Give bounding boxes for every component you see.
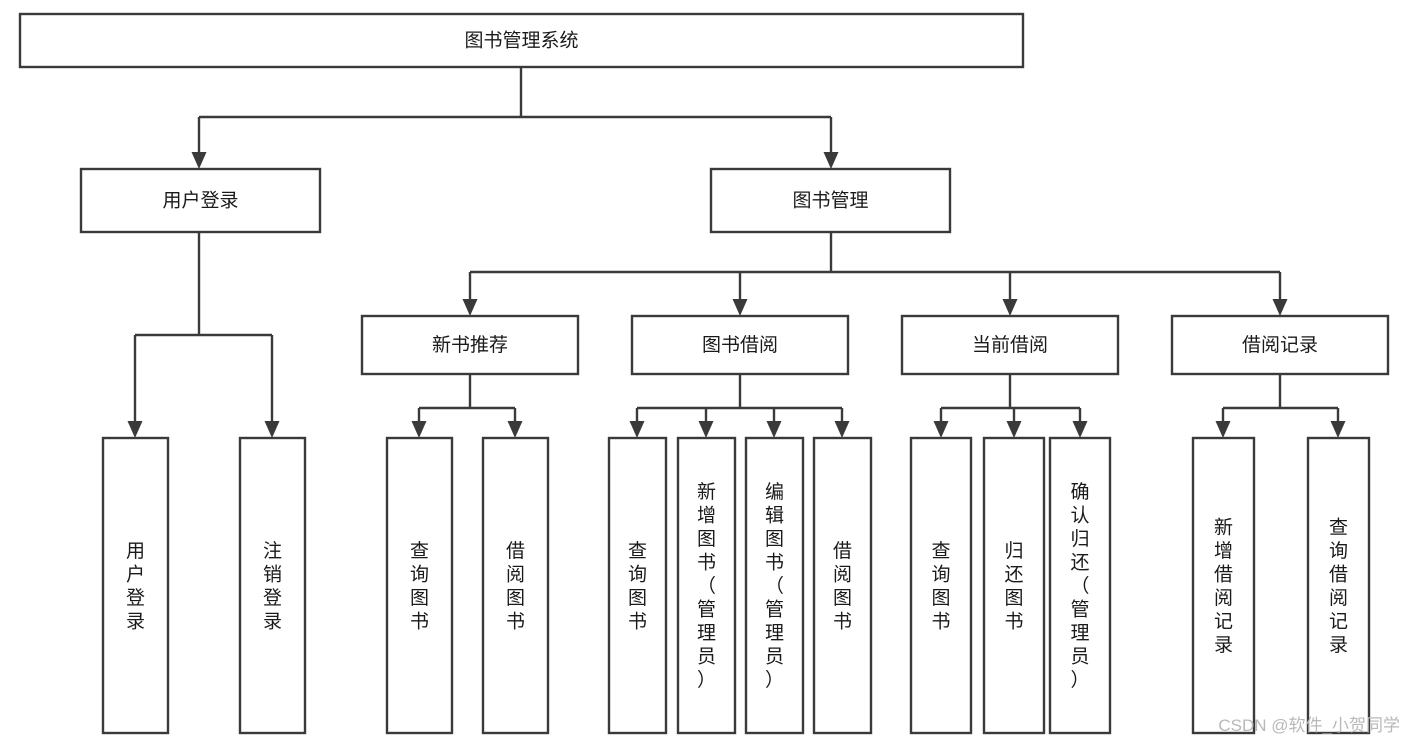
node-box-leaf-query-borrow-record[interactable] xyxy=(1306,436,1371,735)
node-box-leaf-borrow-book[interactable] xyxy=(812,436,873,735)
recommend-branch-1-arrow xyxy=(507,421,523,438)
node-label-root: 图书管理系统 xyxy=(464,30,578,52)
node-box-leaf-user-login[interactable] xyxy=(101,436,170,735)
current-branch-2-arrow xyxy=(1072,421,1088,438)
node-label-leaf-return-book: 归还图书 xyxy=(1004,540,1023,633)
connectors-layer xyxy=(127,67,1346,438)
level3-branch-3-arrow xyxy=(1272,299,1288,316)
node-leaf-logout-login[interactable]: 注销登录 xyxy=(238,436,307,735)
nodes-layer: 图书管理系统用户登录图书管理新书推荐图书借阅当前借阅借阅记录用户登录注销登录查询… xyxy=(18,12,1390,735)
node-book-management[interactable]: 图书管理 xyxy=(709,167,952,234)
node-leaf-return-book[interactable]: 归还图书 xyxy=(982,436,1046,735)
node-label-leaf-logout-login: 注销登录 xyxy=(263,540,282,633)
watermark-label: CSDN @软件_小贺同学 xyxy=(1218,716,1400,735)
node-label-leaf-query-book-recommend: 查询图书 xyxy=(410,540,429,633)
node-label-leaf-edit-book-admin: 编辑图书（管理员） xyxy=(765,481,784,691)
user-login-branch-1-arrow xyxy=(264,421,280,438)
node-box-leaf-return-book[interactable] xyxy=(982,436,1046,735)
borrow-branch-3-arrow xyxy=(834,421,850,438)
level3-branch-2-arrow xyxy=(1002,299,1018,316)
record-branch-0-arrow xyxy=(1215,421,1231,438)
node-box-leaf-query-book-borrow[interactable] xyxy=(607,436,668,735)
node-leaf-edit-book-admin[interactable]: 编辑图书（管理员） xyxy=(744,436,805,735)
current-branch-1-arrow xyxy=(1006,421,1022,438)
node-box-leaf-add-book-admin[interactable] xyxy=(676,436,737,735)
node-label-book-management: 图书管理 xyxy=(792,190,868,212)
borrow-branch-0-arrow xyxy=(629,421,645,438)
node-borrow-record[interactable]: 借阅记录 xyxy=(1170,314,1390,376)
node-leaf-user-login[interactable]: 用户登录 xyxy=(101,436,170,735)
node-box-leaf-query-book-current[interactable] xyxy=(909,436,973,735)
node-leaf-add-borrow-record[interactable]: 新增借阅记录 xyxy=(1191,436,1256,735)
node-leaf-confirm-return-admin[interactable]: 确认归还（管理员） xyxy=(1048,436,1112,735)
node-label-leaf-add-borrow-record: 新增借阅记录 xyxy=(1214,516,1233,656)
node-box-leaf-edit-book-admin[interactable] xyxy=(744,436,805,735)
user-login-branch-0-arrow xyxy=(127,421,143,438)
node-label-leaf-query-book-current: 查询图书 xyxy=(931,540,950,633)
node-box-user-login[interactable] xyxy=(79,167,322,234)
borrow-branch-1-arrow xyxy=(698,421,714,438)
node-leaf-query-book-borrow[interactable]: 查询图书 xyxy=(607,436,668,735)
node-label-borrow-record: 借阅记录 xyxy=(1242,334,1318,356)
node-label-leaf-borrow-book-recommend: 借阅图书 xyxy=(506,540,525,633)
current-branch-0-arrow xyxy=(933,421,949,438)
node-leaf-query-borrow-record[interactable]: 查询借阅记录 xyxy=(1306,436,1371,735)
record-branch-1-arrow xyxy=(1330,421,1346,438)
node-label-leaf-confirm-return-admin: 确认归还（管理员） xyxy=(1070,481,1089,691)
level3-branch-0-arrow xyxy=(462,299,478,316)
borrow-branch-2-arrow xyxy=(766,421,782,438)
node-label-new-book-recommend: 新书推荐 xyxy=(432,334,508,356)
node-box-borrow-record[interactable] xyxy=(1170,314,1390,376)
node-box-leaf-logout-login[interactable] xyxy=(238,436,307,735)
node-label-leaf-borrow-book: 借阅图书 xyxy=(833,540,852,633)
node-box-new-book-recommend[interactable] xyxy=(360,314,580,376)
node-label-leaf-query-book-borrow: 查询图书 xyxy=(628,540,647,633)
node-box-leaf-query-book-recommend[interactable] xyxy=(385,436,454,735)
node-leaf-query-book-current[interactable]: 查询图书 xyxy=(909,436,973,735)
node-label-leaf-user-login: 用户登录 xyxy=(126,541,145,633)
node-user-login[interactable]: 用户登录 xyxy=(79,167,322,234)
recommend-branch-0-arrow xyxy=(411,421,427,438)
node-label-leaf-add-book-admin: 新增图书（管理员） xyxy=(697,481,716,691)
node-root[interactable]: 图书管理系统 xyxy=(18,12,1025,69)
node-box-leaf-borrow-book-recommend[interactable] xyxy=(481,436,550,735)
node-label-current-borrow: 当前借阅 xyxy=(972,334,1048,356)
level2-branch-1-arrow xyxy=(823,152,839,169)
node-new-book-recommend[interactable]: 新书推荐 xyxy=(360,314,580,376)
node-box-leaf-add-borrow-record[interactable] xyxy=(1191,436,1256,735)
node-label-leaf-query-borrow-record: 查询借阅记录 xyxy=(1329,516,1348,656)
node-leaf-query-book-recommend[interactable]: 查询图书 xyxy=(385,436,454,735)
node-leaf-borrow-book-recommend[interactable]: 借阅图书 xyxy=(481,436,550,735)
node-box-root[interactable] xyxy=(18,12,1025,69)
node-leaf-add-book-admin[interactable]: 新增图书（管理员） xyxy=(676,436,737,735)
level3-branch-1-arrow xyxy=(732,299,748,316)
node-box-book-management[interactable] xyxy=(709,167,952,234)
node-box-book-borrow[interactable] xyxy=(630,314,850,376)
node-label-user-login: 用户登录 xyxy=(162,190,238,212)
node-book-borrow[interactable]: 图书借阅 xyxy=(630,314,850,376)
node-current-borrow[interactable]: 当前借阅 xyxy=(900,314,1120,376)
node-leaf-borrow-book[interactable]: 借阅图书 xyxy=(812,436,873,735)
level2-branch-0-arrow xyxy=(191,152,207,169)
node-box-current-borrow[interactable] xyxy=(900,314,1120,376)
node-box-leaf-confirm-return-admin[interactable] xyxy=(1048,436,1112,735)
node-label-book-borrow: 图书借阅 xyxy=(702,334,778,356)
